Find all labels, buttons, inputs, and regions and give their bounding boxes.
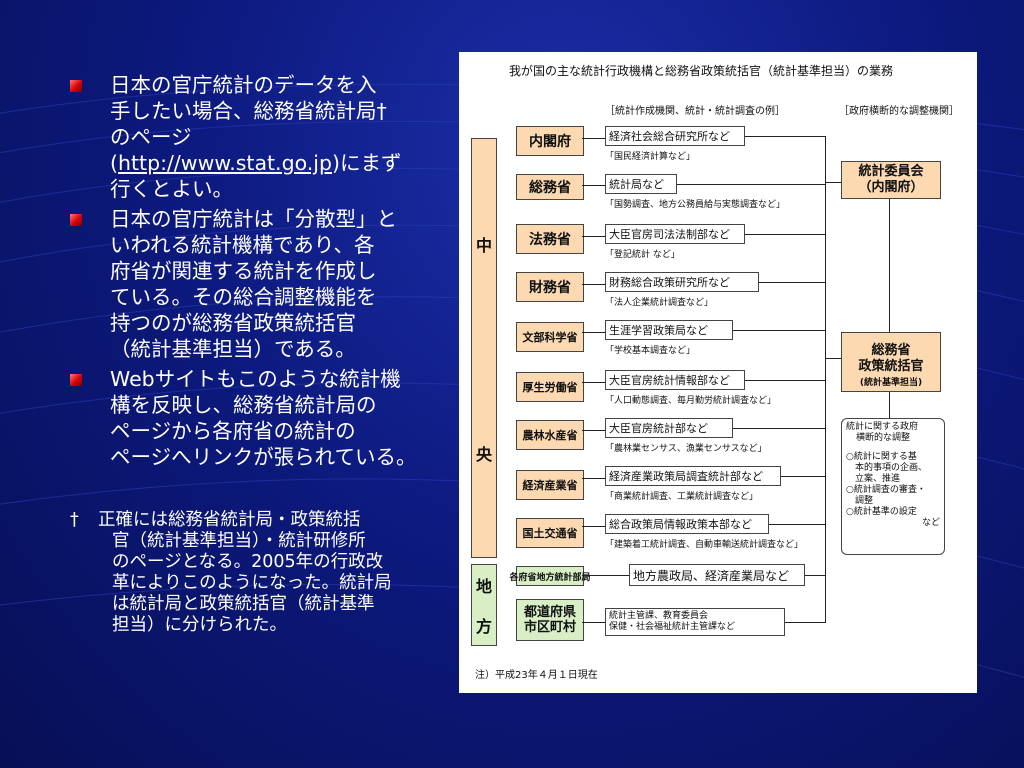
connector	[582, 478, 605, 479]
region-local: 地 方	[471, 564, 497, 646]
connector	[582, 236, 605, 237]
trunk-line	[825, 136, 826, 623]
connector	[889, 199, 890, 332]
connector	[582, 332, 605, 333]
survey-label: 「国民経済計算など」	[605, 152, 696, 162]
stat-link[interactable]: http://www.stat.go.jp	[118, 151, 332, 175]
connector	[745, 136, 825, 137]
connector	[733, 330, 825, 331]
org-box: 経済社会総合研究所など	[605, 126, 745, 146]
ministry-economy: 経済産業省	[516, 470, 584, 500]
org-box: 生涯学習政策局など	[605, 320, 733, 340]
survey-label: 「建築着工統計調査、自動車輸送統計調査など」	[605, 540, 804, 550]
connector	[785, 622, 825, 623]
org-box: 地方農政局、経済産業局など	[629, 564, 805, 586]
connector	[582, 382, 605, 383]
connector	[582, 185, 605, 186]
org-box: 財務総合政策研究所など	[605, 272, 759, 292]
ministry-health: 厚生労働省	[516, 372, 584, 402]
ministry-cabinet-office: 内閣府	[516, 126, 584, 156]
prefectures-municipalities: 都道府県市区町村	[516, 599, 584, 641]
connector	[805, 575, 825, 576]
org-box: 統計主管課、教育委員会 保健・社会福祉統計主管課など	[605, 608, 785, 636]
connector	[582, 622, 605, 623]
connector	[582, 284, 605, 285]
bullet-marker-icon	[70, 374, 82, 386]
org-box: 統計局など	[605, 174, 677, 194]
survey-label: 「法人企業統計調査など」	[605, 298, 714, 308]
ministry-justice: 法務省	[516, 224, 584, 254]
header-left: ［統計作成機関、統計・統計調査の例］	[605, 106, 785, 117]
bullet-item: Webサイトもこのような統計機 構を反映し、総務省統計局の ページから各府省の統…	[68, 366, 448, 470]
ministry-finance: 財務省	[516, 272, 584, 302]
org-box: 大臣官房統計部など	[605, 418, 733, 438]
footnote: † 正確には総務省統計局・政策統括 官（統計基準担当）・統計研修所 のページとな…	[70, 510, 392, 635]
org-box: 経済産業政策局調査統計部など	[605, 466, 781, 486]
connector	[889, 392, 890, 418]
org-box: 大臣官房統計情報部など	[605, 370, 745, 390]
bullet-marker-icon	[70, 80, 82, 92]
connector	[745, 380, 825, 381]
figure-title: 我が国の主な統計行政機構と総務省政策統括官（統計基準担当）の業務	[509, 64, 894, 78]
ministry-internal-affairs: 総務省	[516, 174, 584, 200]
header-right: ［政府横断的な調整機関］	[839, 106, 959, 117]
connector	[825, 358, 841, 359]
bullet-item: 日本の官庁統計は「分散型」と いわれる統計機構であり、各 府省が関連する統計を作…	[68, 206, 448, 362]
survey-label: 「登記統計 など」	[605, 250, 680, 260]
connector	[825, 182, 841, 183]
survey-label: 「学校基本調査など」	[605, 346, 696, 356]
bullet-list: 日本の官庁統計のデータを入 手したい場合、総務省統計局† のページ (http:…	[68, 72, 448, 474]
connector	[677, 184, 825, 185]
survey-label: 「国勢調査、地方公務員給与実態調査など」	[605, 200, 786, 210]
ministry-agriculture: 農林水産省	[516, 420, 584, 450]
figure-footnote: 注）平成23年４月１日現在	[475, 670, 598, 681]
functions-box: 統計に関する政府 横断的な調整 ○統計に関する基 本的事項の企画、 立案、推進 …	[841, 418, 945, 555]
connector	[582, 430, 605, 431]
connector	[769, 524, 825, 525]
connector	[745, 234, 825, 235]
region-central: 中 央	[471, 138, 497, 558]
dagger-mark: †	[70, 510, 79, 530]
connector	[582, 526, 605, 527]
bullet-marker-icon	[70, 214, 82, 226]
survey-label: 「商業統計調査、工業統計調査など」	[605, 492, 759, 502]
org-chart-figure: 我が国の主な統計行政機構と総務省政策統括官（統計基準担当）の業務 ［統計作成機関…	[459, 52, 977, 693]
connector	[759, 282, 825, 283]
ministry-education: 文部科学省	[516, 322, 584, 352]
org-box: 大臣官房司法法制部など	[605, 224, 745, 244]
bullet-item: 日本の官庁統計のデータを入 手したい場合、総務省統計局† のページ (http:…	[68, 72, 448, 202]
local-statistics-bureaus: 各府省地方統計部局	[510, 566, 591, 586]
connector	[781, 476, 825, 477]
ministry-land: 国土交通省	[516, 518, 584, 548]
connector	[733, 428, 825, 429]
policy-director-general: 総務省 政策統括官 (統計基準担当)	[841, 332, 941, 392]
survey-label: 「農林業センサス、漁業センサスなど」	[605, 444, 767, 454]
statistics-commission: 統計委員会 （内閣府）	[841, 161, 941, 199]
connector	[582, 138, 605, 139]
connector	[582, 575, 629, 576]
survey-label: 「人口動態調査、毎月勤労統計調査など」	[605, 396, 777, 406]
org-box: 総合政策局情報政策本部など	[605, 514, 769, 534]
